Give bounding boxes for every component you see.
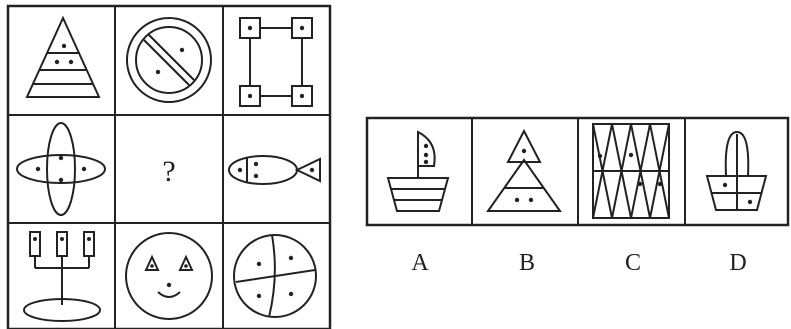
cell-1-3-square-frame	[240, 18, 312, 106]
option-c-figure[interactable]	[593, 124, 669, 218]
option-c-label[interactable]: C	[625, 250, 641, 276]
missing-cell-question-mark: ?	[162, 155, 175, 188]
cell-3-2-face	[126, 233, 212, 319]
option-b-figure[interactable]	[488, 131, 560, 211]
cell-1-1-pyramid	[27, 18, 99, 97]
option-b-label[interactable]: B	[519, 250, 535, 276]
cell-2-1-crossed-ellipses	[17, 123, 105, 215]
cell-3-3-quartered-circle	[234, 235, 316, 317]
option-d-figure[interactable]	[707, 132, 766, 210]
cell-1-2-no-sign	[127, 18, 211, 102]
option-a-label[interactable]: A	[411, 250, 429, 276]
cell-3-1-candelabra	[24, 232, 100, 321]
option-a-figure[interactable]	[388, 132, 448, 211]
cell-2-3-fish	[229, 156, 320, 184]
option-d-label[interactable]: D	[729, 250, 746, 276]
